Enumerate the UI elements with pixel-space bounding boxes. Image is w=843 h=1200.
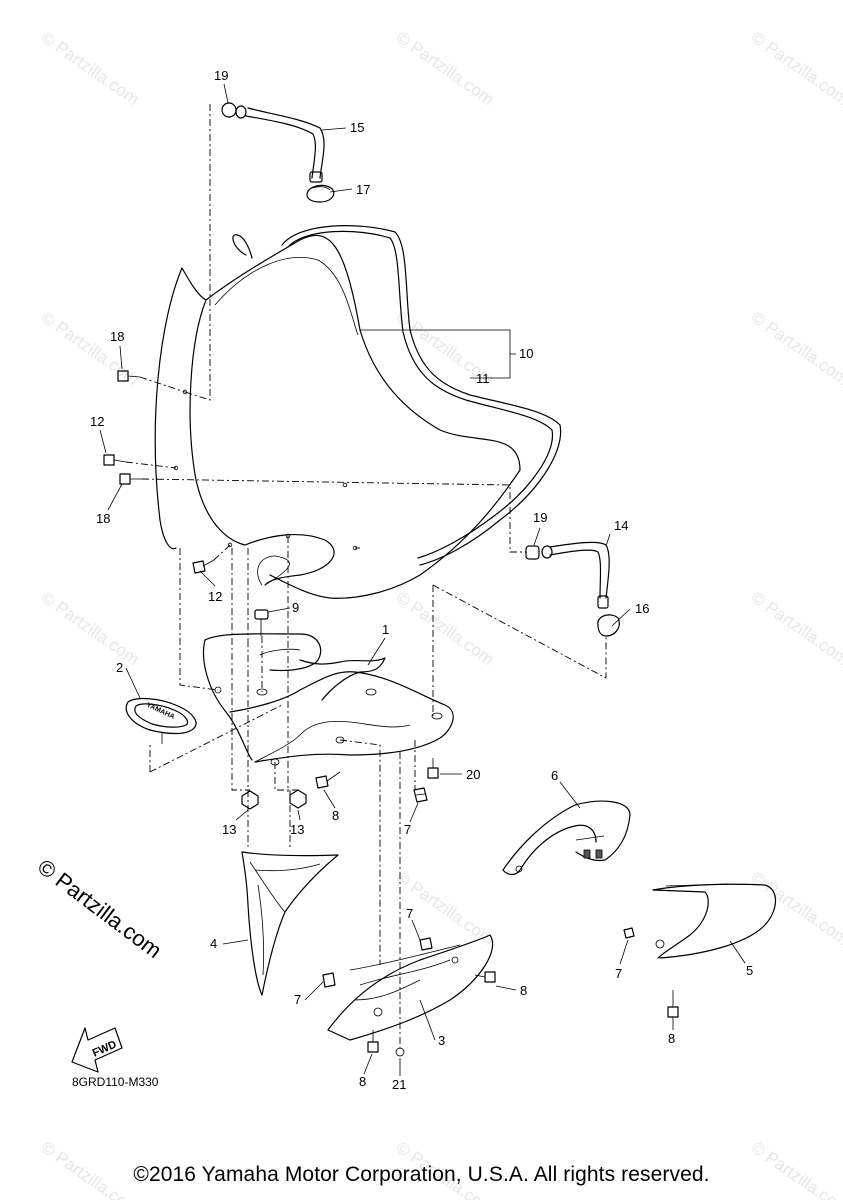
callout-21: 21 — [392, 1077, 406, 1092]
part-1-cowling — [202, 633, 454, 766]
watermark: © Partzilla.com — [393, 588, 498, 669]
part-19-collar-lower — [525, 545, 553, 560]
part-6-panel — [502, 800, 631, 876]
part-4-inner-panel — [241, 851, 339, 996]
callout-13: 13 — [290, 822, 304, 837]
watermark: © Partzilla.com — [748, 308, 843, 389]
callout-15: 15 — [350, 120, 364, 135]
callout-4: 4 — [210, 936, 217, 951]
part-5-panel — [623, 883, 777, 1018]
assembly-lines — [125, 104, 607, 1052]
emblem-label: YAMAHA — [145, 702, 175, 721]
part-7-clip — [413, 787, 428, 803]
callout-6: 6 — [551, 768, 558, 783]
fwd-arrow-icon: FWD — [71, 1027, 123, 1073]
part-16-damper — [597, 614, 620, 637]
part-15-stay — [245, 107, 325, 183]
part-9-bolt — [254, 609, 269, 636]
callout-8: 8 — [332, 808, 339, 823]
callout-12: 12 — [90, 414, 104, 429]
watermark: © Partzilla.com — [38, 308, 143, 389]
part-8-screw — [315, 771, 341, 789]
callout-18: 18 — [96, 511, 110, 526]
brand-mark-text: © Partzilla.com — [33, 858, 166, 963]
callout-8: 8 — [359, 1074, 366, 1089]
callout-7: 7 — [294, 992, 301, 1007]
callout-19: 19 — [214, 68, 228, 83]
part-3-under-cowl — [322, 934, 496, 1057]
screws-upper — [103, 370, 215, 574]
watermark: © Partzilla.com — [748, 588, 843, 669]
part-11-molding — [281, 225, 562, 566]
callout-7: 7 — [615, 966, 622, 981]
callout-17: 17 — [356, 182, 370, 197]
part-10-windshield — [154, 234, 521, 599]
partzilla-brand-mark: © Partzilla.com — [33, 858, 166, 963]
part-17-damper — [306, 184, 335, 203]
callout-13: 13 — [222, 822, 236, 837]
callout-16: 16 — [635, 601, 649, 616]
callout-19: 19 — [533, 510, 547, 525]
fwd-label: FWD — [91, 1038, 119, 1059]
callout-9: 9 — [292, 600, 299, 615]
callout-11: 11 — [476, 371, 490, 386]
callout-2: 2 — [116, 660, 123, 675]
callout-1: 1 — [382, 622, 389, 637]
part-20-screw — [427, 758, 439, 779]
leader-lines — [99, 83, 746, 1076]
callout-8: 8 — [668, 1031, 675, 1046]
callout-14: 14 — [614, 518, 628, 533]
callout-20: 20 — [466, 767, 480, 782]
callout-3: 3 — [438, 1033, 445, 1048]
watermarks: © Partzilla.com © Partzilla.com © Partzi… — [38, 28, 843, 1200]
watermark: © Partzilla.com — [38, 588, 143, 669]
copyright-notice: ©2016 Yamaha Motor Corporation, U.S.A. A… — [133, 1163, 710, 1186]
diagram-code: 8GRD110-M330 — [72, 1075, 159, 1089]
callouts: 19 15 17 10 11 18 12 18 19 14 16 12 9 1 … — [90, 68, 753, 1092]
part-13-nuts — [241, 789, 307, 810]
watermark: © Partzilla.com — [748, 868, 843, 949]
callout-7: 7 — [404, 822, 411, 837]
watermark: © Partzilla.com — [393, 28, 498, 109]
part-19-collar — [221, 102, 247, 119]
callout-8: 8 — [520, 983, 527, 998]
callout-12: 12 — [208, 589, 222, 604]
part-2-emblem: YAMAHA — [125, 697, 197, 744]
callout-7: 7 — [406, 906, 413, 921]
callout-10: 10 — [519, 346, 533, 361]
callout-18: 18 — [110, 329, 124, 344]
part-14-stay — [549, 541, 610, 609]
callout-5: 5 — [746, 963, 753, 978]
watermark: © Partzilla.com — [748, 28, 843, 109]
watermark: © Partzilla.com — [38, 28, 143, 109]
